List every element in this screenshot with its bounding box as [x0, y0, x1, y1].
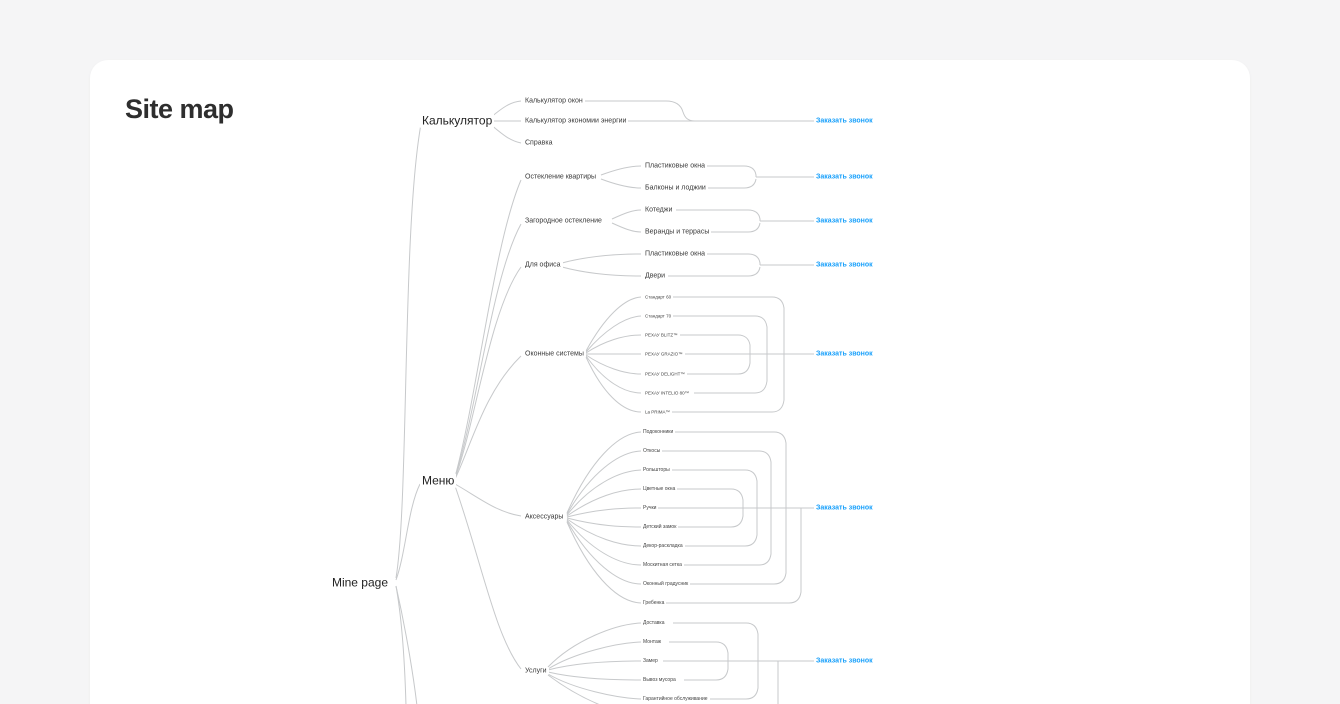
- node-uslugi[interactable]: Услуги: [523, 667, 549, 675]
- node-grebenka[interactable]: Гребенка: [641, 599, 667, 606]
- cta-uslugi-order-call-link[interactable]: Заказать звонок: [814, 657, 875, 665]
- node-verandy-i-terrasy[interactable]: Веранды и террасы: [643, 228, 712, 236]
- cta-aksessuary-order-call-link[interactable]: Заказать звонок: [814, 504, 875, 512]
- node-tsvetnye-okna[interactable]: Цветные окна: [641, 485, 678, 492]
- node-menu[interactable]: Меню: [420, 473, 457, 488]
- node-podokonniki[interactable]: Подоконники: [641, 428, 676, 435]
- node-okonnye-sistemy[interactable]: Оконные системы: [523, 350, 586, 358]
- node-ruchki[interactable]: Ручки: [641, 504, 659, 511]
- node-spravka[interactable]: Справка: [523, 139, 555, 147]
- node-aksessuary[interactable]: Аксессуары: [523, 513, 566, 521]
- node-mine-page[interactable]: Mine page: [329, 575, 390, 590]
- node-kalkulyator-okon[interactable]: Калькулятор окон: [523, 97, 585, 105]
- node-balkony-i-lodzhii[interactable]: Балконы и лоджии: [643, 184, 708, 192]
- node-kalkulyator-ekonomii-energii[interactable]: Калькулятор экономии энергии: [523, 117, 629, 125]
- node-zagorodnoe-osteklenie[interactable]: Загородное остекление: [523, 217, 604, 225]
- node-dostavka[interactable]: Доставка: [641, 619, 667, 626]
- node-plastikovye-okna-ofis[interactable]: Пластиковые окна: [643, 250, 707, 258]
- node-otkosy[interactable]: Откосы: [641, 447, 663, 454]
- node-kalkulyator[interactable]: Калькулятор: [420, 113, 495, 128]
- node-standart-60[interactable]: Стандарт 60: [643, 294, 674, 300]
- node-rehau-blitz[interactable]: РЕХАУ BLITZ™: [643, 332, 680, 338]
- node-montazh[interactable]: Монтаж: [641, 638, 664, 645]
- page-title: Site map: [125, 94, 234, 124]
- node-zamer[interactable]: Замер: [641, 657, 660, 664]
- node-dlya-ofisa[interactable]: Для офиса: [523, 261, 563, 269]
- node-rehau-intelio-80[interactable]: РЕХАУ INTELIO 80™: [643, 390, 692, 396]
- cta-dlya-ofisa-order-call-link[interactable]: Заказать звонок: [814, 261, 875, 269]
- cta-okonnye-sistemy-order-call-link[interactable]: Заказать звонок: [814, 350, 875, 358]
- cta-osteklenie-kvartiry-order-call-link[interactable]: Заказать звонок: [814, 173, 875, 181]
- node-la-prima[interactable]: La PRIMA™: [643, 409, 673, 415]
- node-dekor-raskladka[interactable]: Декор-раскладка: [641, 542, 685, 549]
- node-detskiy-zamok[interactable]: Детский замок: [641, 523, 679, 530]
- node-dveri[interactable]: Двери: [643, 272, 668, 280]
- node-rolshtory[interactable]: Рольшторы: [641, 466, 672, 473]
- node-okonnyy-gradusnik[interactable]: Оконный градусник: [641, 580, 691, 587]
- node-osteklenie-kvartiry[interactable]: Остекление квартиры: [523, 173, 599, 181]
- node-vyvoz-musora[interactable]: Вывоз мусора: [641, 676, 678, 683]
- node-rehau-delight[interactable]: РЕХАУ DELIGHT™: [643, 371, 687, 377]
- node-standart-70[interactable]: Стандарт 70: [643, 313, 674, 319]
- node-kotedzhi[interactable]: Котеджи: [643, 206, 675, 214]
- cta-kalkulyator-order-call-link[interactable]: Заказать звонок: [814, 117, 875, 125]
- node-moskitnaya-setka[interactable]: Москитная сетка: [641, 561, 684, 568]
- node-plastikovye-okna-kvartira[interactable]: Пластиковые окна: [643, 162, 707, 170]
- node-rehau-grazio[interactable]: РЕХАУ GRAZIO™: [643, 351, 685, 357]
- cta-zagorodnoe-osteklenie-order-call-link[interactable]: Заказать звонок: [814, 217, 875, 225]
- node-garantiynoe-obsluzhivanie[interactable]: Гарантийное обслуживание: [641, 695, 710, 702]
